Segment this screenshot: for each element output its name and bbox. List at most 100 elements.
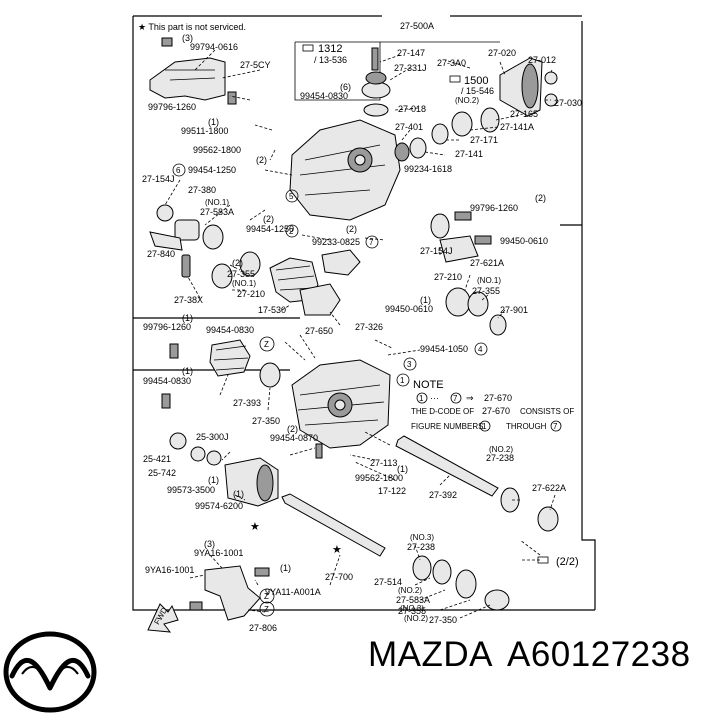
not-serviced-note: ★ This part is not serviced.: [138, 22, 246, 32]
svg-text:★: ★: [250, 521, 260, 533]
svg-text:(NO.2): (NO.2): [455, 96, 479, 105]
svg-text:27-147: 27-147: [397, 48, 425, 58]
bolt-99796-top: [227, 91, 237, 105]
ref-box-1500: 1500 / 15-546: [449, 75, 494, 96]
svg-text:/ 15-546: / 15-546: [461, 86, 494, 96]
svg-text:(NO.1): (NO.1): [205, 198, 229, 207]
svg-text:7: 7: [553, 422, 558, 431]
svg-text:99796-1260: 99796-1260: [143, 322, 191, 332]
svg-text:THROUGH: THROUGH: [506, 422, 547, 431]
ref-box-1312: 1312 / 13-536: [302, 43, 347, 65]
svg-text:99454-0830: 99454-0830: [143, 376, 191, 386]
svg-text:99454-1250: 99454-1250: [246, 224, 294, 234]
svg-text:99454-0870: 99454-0870: [270, 433, 318, 443]
svg-text:27-238: 27-238: [486, 453, 514, 463]
svg-text:(NO.2): (NO.2): [404, 614, 428, 623]
svg-text:(2): (2): [232, 258, 243, 268]
seal-27901: [489, 314, 507, 336]
svg-text:25-421: 25-421: [143, 454, 171, 464]
svg-text:25-300J: 25-300J: [196, 432, 229, 442]
svg-text:27-350: 27-350: [252, 416, 280, 426]
diagram-frame-right: [581, 21, 596, 610]
circle-marker-z1: Z: [259, 336, 275, 352]
svg-text:99794-0616: 99794-0616: [190, 42, 238, 52]
svg-text:99562-1800: 99562-1800: [355, 473, 403, 483]
svg-text:27-165: 27-165: [510, 109, 538, 119]
svg-text:(1): (1): [420, 295, 431, 305]
spacer-27171: [431, 123, 449, 145]
bearing-27355-left: [211, 263, 233, 289]
svg-text:7: 7: [369, 238, 374, 247]
svg-text:(2): (2): [263, 214, 274, 224]
gear-27393: [209, 339, 251, 377]
brand-name: MAZDA: [368, 635, 493, 674]
svg-text:27-622A: 27-622A: [532, 483, 566, 493]
ring-gear: [299, 283, 341, 316]
svg-text:27-012: 27-012: [528, 55, 556, 65]
svg-text:27-806: 27-806: [249, 623, 277, 633]
part-labels: (3) 99794-0616 27-5CY 99796-1260 27-500A…: [142, 21, 582, 633]
bolt-99796-mid: [169, 343, 179, 359]
svg-text:27-113: 27-113: [370, 458, 397, 468]
svg-text:1: 1: [419, 394, 424, 403]
svg-text:99450-0610: 99450-0610: [500, 236, 548, 246]
bearing-27583a-bottom: [432, 559, 452, 585]
svg-text:(2): (2): [256, 155, 267, 165]
bolt-99794: [161, 37, 173, 47]
svg-text:27-018: 27-018: [398, 104, 426, 114]
part-2738x: [181, 254, 191, 278]
svg-text:27-3A0: 27-3A0: [437, 58, 466, 68]
svg-text:27-355: 27-355: [398, 606, 426, 616]
svg-text:(NO.1): (NO.1): [232, 279, 256, 288]
circle-marker-4: 4: [474, 342, 488, 356]
circle-marker-z3: Z: [259, 601, 275, 617]
svg-text:27-650: 27-650: [305, 326, 333, 336]
pinion-gear: [321, 249, 361, 276]
svg-text:(1): (1): [233, 489, 244, 499]
svg-text:★: ★: [332, 544, 342, 556]
svg-text:27-514: 27-514: [374, 577, 402, 587]
ring-27154j: [156, 204, 174, 222]
oring-27018: [363, 103, 389, 117]
bracket-27621a: [439, 235, 479, 263]
svg-text:99454-1050: 99454-1050: [420, 344, 468, 354]
svg-text:(NO.2): (NO.2): [489, 445, 513, 454]
svg-text:27-210: 27-210: [434, 272, 462, 282]
circle-marker-3: 3: [403, 357, 417, 371]
svg-text:(1): (1): [397, 464, 408, 474]
svg-text:1500: 1500: [464, 75, 488, 87]
svg-text:9YA16-1001: 9YA16-1001: [145, 565, 194, 575]
forward-arrow-icon: [147, 603, 179, 633]
svg-text:9YA16-1001: 9YA16-1001: [194, 548, 243, 558]
svg-text:3: 3: [407, 360, 412, 369]
svg-text:(2): (2): [346, 224, 357, 234]
nut-27012: [544, 71, 558, 85]
svg-text:⇒: ⇒: [466, 393, 474, 403]
ref-box-2-of-2: (2/2): [537, 556, 579, 568]
seal-27141: [409, 137, 427, 159]
bearing-27355-right: [467, 291, 489, 317]
seal-99573: [206, 450, 222, 466]
svg-text:99573-3500: 99573-3500: [167, 485, 215, 495]
svg-text:7: 7: [453, 394, 458, 403]
lever-27840: [149, 231, 183, 251]
svg-text:(1): (1): [208, 475, 219, 485]
svg-text:27-670: 27-670: [484, 393, 512, 403]
svg-text:/ 13-536: / 13-536: [314, 55, 347, 65]
bolt-99796-right: [454, 211, 472, 221]
svg-text:(NO.3): (NO.3): [410, 533, 434, 542]
svg-text:27-901: 27-901: [500, 305, 528, 315]
svg-text:Z: Z: [264, 340, 269, 349]
svg-text:6: 6: [176, 166, 181, 175]
circle-marker-6: 6: [172, 163, 186, 177]
svg-text:99574-6200: 99574-6200: [195, 501, 243, 511]
svg-text:99233-0825: 99233-0825: [312, 237, 360, 247]
bearing-27350-mid: [259, 362, 281, 388]
svg-text:(3): (3): [204, 539, 215, 549]
part-27380: [174, 219, 200, 241]
svg-text:(1): (1): [182, 313, 193, 323]
svg-text:27-583A: 27-583A: [200, 207, 234, 217]
bearing-27355-bottom: [455, 569, 477, 599]
